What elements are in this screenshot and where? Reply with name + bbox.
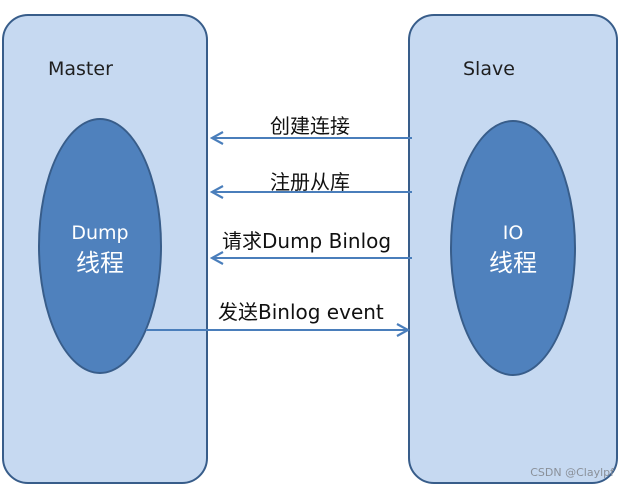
dump-thread-label: Dump 线程 bbox=[38, 218, 162, 278]
arrow-label-request-dump-binlog: 请求Dump Binlog bbox=[222, 229, 392, 253]
io-thread-label-line1: IO bbox=[502, 222, 524, 244]
slave-title: Slave bbox=[463, 58, 515, 80]
arrow-label-register-slave: 注册从库 bbox=[270, 170, 350, 194]
arrow-label-send-binlog-event: 发送Binlog event bbox=[218, 300, 384, 324]
watermark: CSDN @Claylpf bbox=[530, 466, 614, 479]
io-thread-label-line2: 线程 bbox=[489, 249, 537, 277]
dump-thread-node bbox=[38, 118, 162, 374]
io-thread-node bbox=[450, 120, 576, 376]
dump-thread-label-line2: 线程 bbox=[76, 249, 124, 277]
master-title: Master bbox=[48, 58, 113, 80]
dump-thread-label-line1: Dump bbox=[71, 222, 129, 244]
arrow-label-create-connection: 创建连接 bbox=[270, 114, 350, 138]
io-thread-label: IO 线程 bbox=[450, 218, 576, 278]
